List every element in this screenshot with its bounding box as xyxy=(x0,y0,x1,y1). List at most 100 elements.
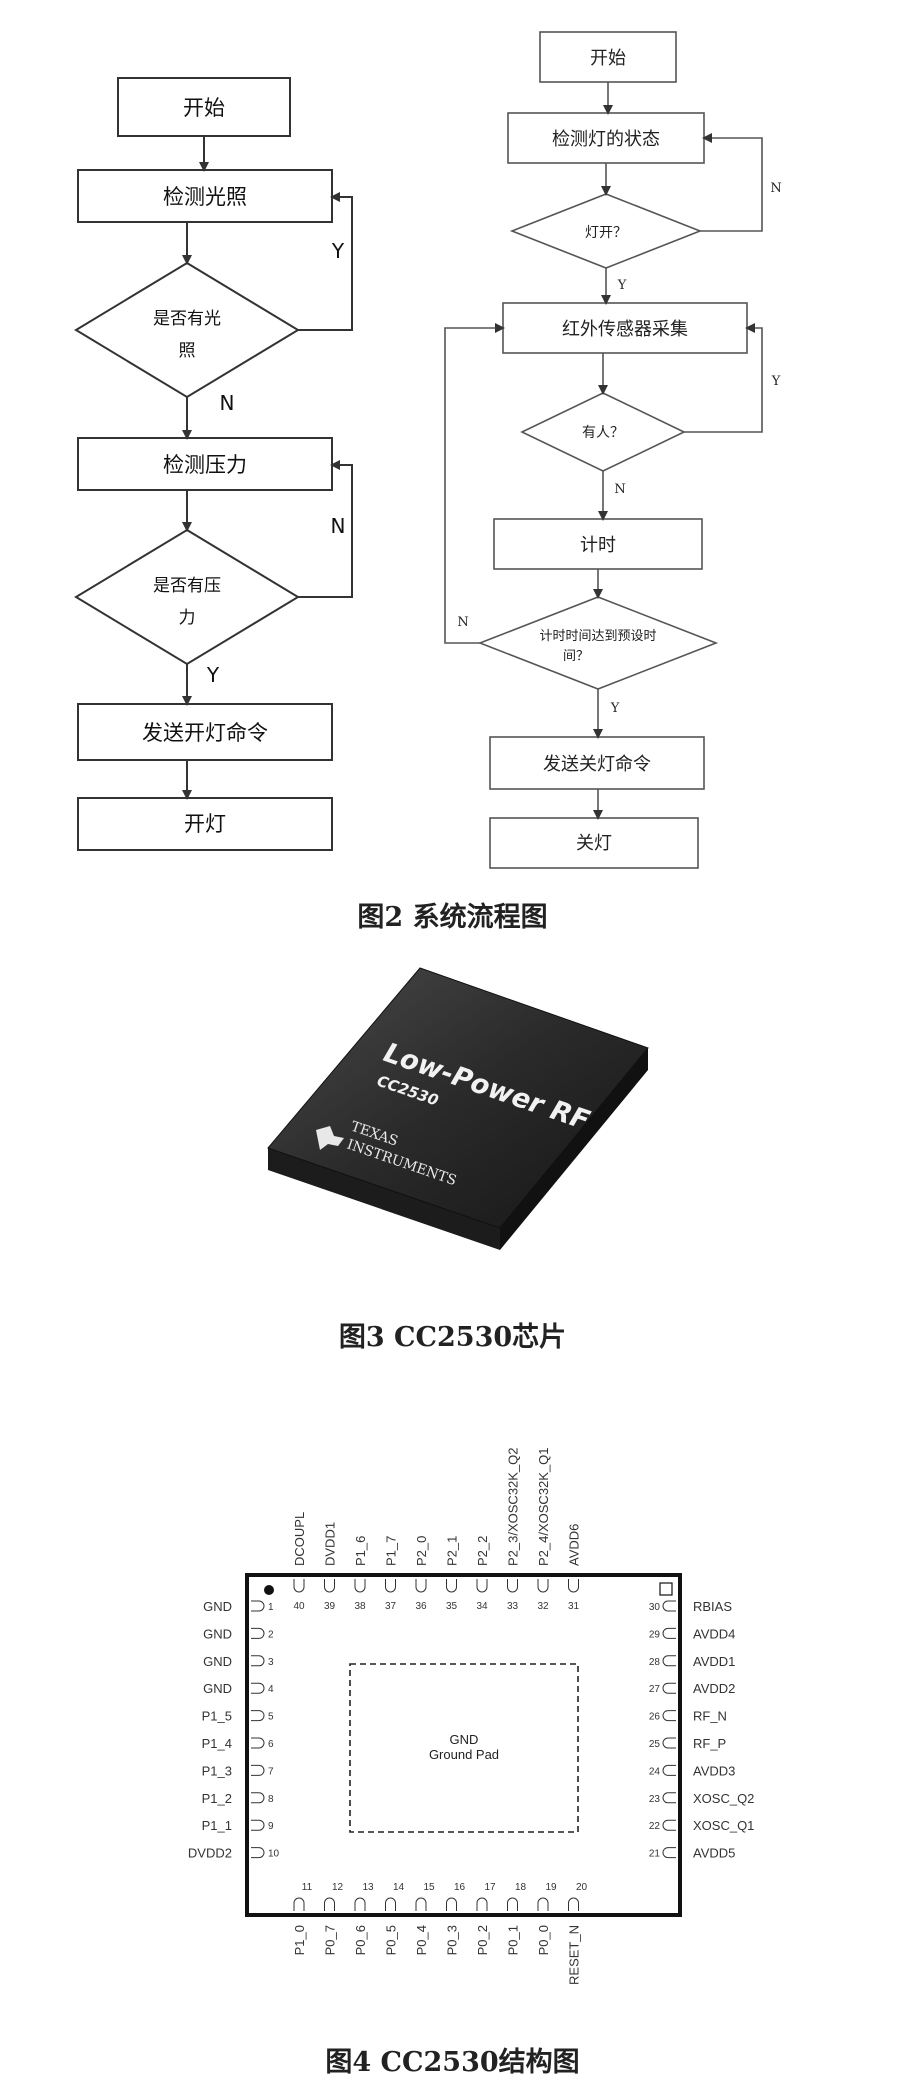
pin-number-top: 31 xyxy=(568,1601,580,1612)
right-time-reached-text-1: 计时时间达到预设时 xyxy=(539,629,656,644)
pin-label-right: RF_P xyxy=(693,1736,726,1751)
left-n1-label: N xyxy=(220,391,235,415)
pin-label-left: GND xyxy=(203,1681,232,1696)
pin-label-bottom: P1_0 xyxy=(292,1925,307,1955)
pin-number-bottom: 18 xyxy=(515,1882,527,1893)
pin-label-top: AVDD6 xyxy=(567,1524,582,1566)
right-y2-label: Y xyxy=(771,374,781,389)
pin-number-bottom: 20 xyxy=(576,1882,588,1893)
pin-label-left: P1_4 xyxy=(202,1736,232,1751)
pin-label-left: P1_2 xyxy=(202,1791,232,1806)
pin-pad-left xyxy=(251,1819,265,1831)
pin-number-right: 23 xyxy=(649,1794,661,1805)
ground-pad-label-2: Ground Pad xyxy=(429,1747,499,1762)
pin-pad-bottom xyxy=(537,1897,549,1911)
pin-pad-right xyxy=(662,1600,676,1612)
pin-label-right: RBIAS xyxy=(693,1599,732,1614)
pin-pad-left xyxy=(251,1655,265,1667)
pin-number-top: 34 xyxy=(476,1601,488,1612)
pin-pad-right xyxy=(662,1819,676,1831)
pin-pad-left xyxy=(251,1792,265,1804)
pin-number-left: 2 xyxy=(268,1629,274,1640)
right-y3-label: Y xyxy=(610,701,620,716)
pin-label-bottom: P0_0 xyxy=(536,1925,551,1955)
pin-number-top: 32 xyxy=(537,1601,549,1612)
pin-label-left: GND xyxy=(203,1599,232,1614)
pin-number-right: 27 xyxy=(649,1684,661,1695)
pin-number-right: 24 xyxy=(649,1766,661,1777)
pin-number-right: 26 xyxy=(649,1712,661,1723)
right-light-off-text: 关灯 xyxy=(576,833,612,854)
left-send-on-box xyxy=(77,703,333,761)
pin-number-left: 4 xyxy=(268,1684,274,1695)
pin-number-left: 3 xyxy=(268,1657,274,1668)
ground-pad-label-1: GND xyxy=(450,1732,479,1747)
pinout-diagram: GND Ground Pad 1GND2GND3GND4GND5P1_56P1_… xyxy=(188,1447,755,1985)
pin-number-bottom: 11 xyxy=(302,1882,313,1893)
pin1-marker-dot xyxy=(264,1585,274,1595)
corner-marker-square xyxy=(659,1582,673,1596)
right-start-box xyxy=(539,31,677,83)
left-start-text: 开始 xyxy=(183,96,225,120)
pin-label-top: P2_2 xyxy=(475,1536,490,1566)
pin-number-right: 30 xyxy=(649,1602,661,1613)
pin-number-left: 9 xyxy=(268,1821,274,1832)
pin-pad-bottom xyxy=(324,1897,335,1911)
pin-pad-left xyxy=(251,1682,265,1694)
pin-number-bottom: 15 xyxy=(423,1882,435,1893)
pin-pad-top xyxy=(537,1579,549,1593)
left-y1-label: Y xyxy=(331,239,345,263)
pin-label-left: GND xyxy=(203,1654,232,1669)
pin-number-top: 37 xyxy=(385,1601,397,1612)
ground-pad-outline xyxy=(349,1663,579,1833)
pin-number-bottom: 14 xyxy=(393,1882,405,1893)
pin-label-left: GND xyxy=(203,1626,232,1641)
pin-number-bottom: 16 xyxy=(454,1882,466,1893)
pin-pad-left xyxy=(251,1764,265,1776)
pin-pad-bottom xyxy=(476,1897,488,1911)
right-detect-state-text: 检测灯的状态 xyxy=(552,129,660,150)
pin-label-top: DVDD1 xyxy=(323,1522,338,1566)
right-is-on-text: 灯开？ xyxy=(585,225,627,241)
pin-label-bottom: P0_7 xyxy=(323,1925,338,1955)
pin-label-left: DVDD2 xyxy=(188,1846,232,1861)
pin-pad-left xyxy=(251,1847,265,1859)
pin-label-top: P1_6 xyxy=(353,1536,368,1566)
left-has-pressure-text-1: 是否有压 xyxy=(153,576,221,596)
right-light-off-box xyxy=(489,817,699,869)
pin-number-right: 22 xyxy=(649,1821,661,1832)
right-n1-label: N xyxy=(770,181,781,196)
pin-pad-right xyxy=(662,1710,676,1722)
right-ir-collect-box xyxy=(502,302,748,354)
pin-label-bottom: RESET_N xyxy=(567,1925,582,1985)
pin-number-left: 7 xyxy=(268,1766,274,1777)
pin-label-left: P1_1 xyxy=(202,1818,232,1833)
left-light-on-box xyxy=(77,797,333,851)
left-has-light-text-2: 照 xyxy=(179,341,196,361)
right-ir-collect-text: 红外传感器采集 xyxy=(562,319,688,340)
pin-pad-right xyxy=(662,1847,676,1859)
pin-pad-right xyxy=(662,1737,676,1749)
pin-label-right: XOSC_Q2 xyxy=(693,1791,754,1806)
right-n2-label: N xyxy=(614,482,625,497)
left-n2-label: N xyxy=(331,514,346,538)
left-detect-light-text: 检测光照 xyxy=(163,185,247,209)
pin-label-right: AVDD4 xyxy=(693,1626,735,1641)
pin-pad-bottom xyxy=(385,1897,396,1911)
pin-pad-top xyxy=(476,1579,488,1593)
pin-label-right: AVDD1 xyxy=(693,1654,735,1669)
cc2530-chip-image: Low-Power RF CC2530 TEXAS INSTRUMENTS xyxy=(267,967,649,1250)
top-pin-group: 40DCOUPL39DVDD138P1_637P1_736P2_035P2_13… xyxy=(292,1447,582,1612)
pin-pad-right xyxy=(662,1792,676,1804)
left-has-pressure-text-2: 力 xyxy=(179,608,196,628)
pin-label-right: RF_N xyxy=(693,1709,727,1724)
pin-pad-top xyxy=(354,1579,366,1593)
figure2-caption: 图2 系统流程图 xyxy=(357,902,548,933)
left-has-light-diamond xyxy=(74,261,300,399)
pin-number-top: 38 xyxy=(354,1601,366,1612)
figure3-caption: 图3 CC2530芯片 xyxy=(338,1322,567,1353)
left-send-on-text: 发送开灯命令 xyxy=(142,721,268,745)
pin-pad-top xyxy=(446,1579,457,1593)
